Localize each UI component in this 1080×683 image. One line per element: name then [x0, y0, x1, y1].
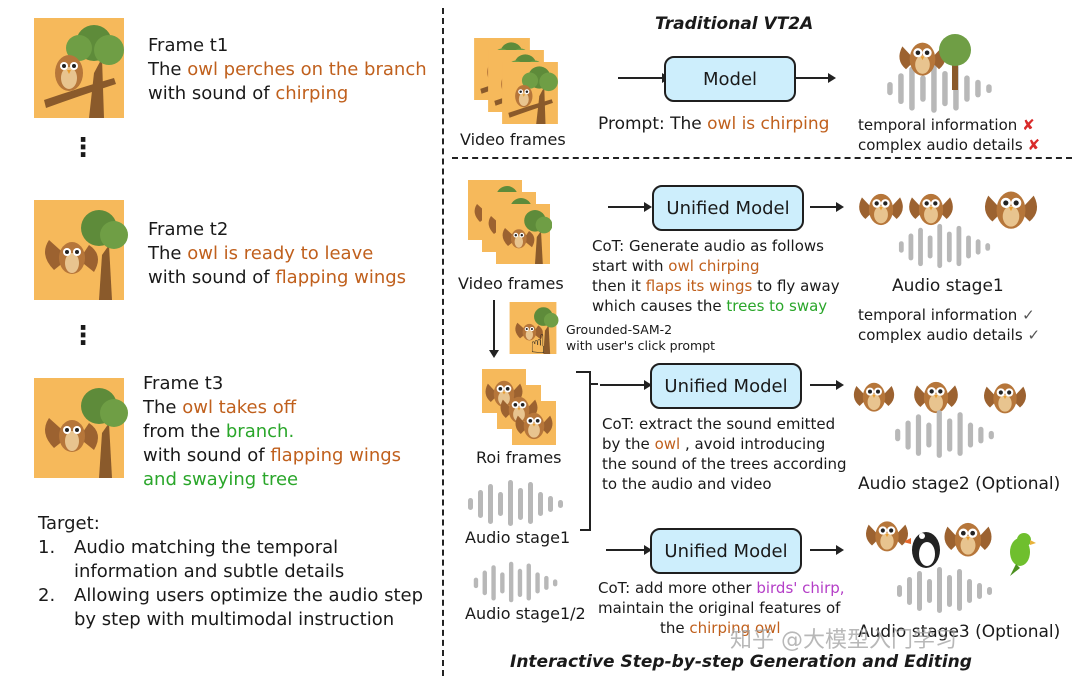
step2-cot: CoT: extract the sound emitted by the ow…	[602, 415, 847, 493]
cross-icon: ✘	[1027, 136, 1041, 154]
step2-output-label: Audio stage2 (Optional)	[858, 474, 1061, 494]
down-arrow	[489, 300, 499, 358]
audio-stage12-waves	[466, 560, 566, 604]
check-icon: ✓	[1022, 306, 1035, 324]
top-model-box: Model	[664, 56, 796, 102]
step3-output-waves	[880, 565, 1010, 615]
step1-output-label: Audio stage1	[892, 276, 1004, 296]
frame-t2-image	[30, 200, 128, 300]
check-icon: ✓	[1027, 326, 1041, 344]
ellipsis-1: ⋮	[70, 133, 96, 163]
cross-icon: ✘	[1022, 116, 1035, 134]
audio-stage1-input-label: Audio stage1	[465, 528, 571, 547]
target-block: Target: 1.Audio matching the temporal in…	[38, 513, 424, 630]
step2-output-waves	[880, 408, 1010, 460]
vertical-divider	[442, 8, 444, 676]
bottom-video-label: Video frames	[458, 274, 564, 293]
frame-t3-image	[30, 378, 128, 478]
interactive-title: Interactive Step-by-step Generation and …	[510, 652, 972, 672]
parrot-icon	[1010, 533, 1036, 576]
roi-label: Roi frames	[476, 448, 562, 467]
unified-model-box-3: Unified Model	[650, 528, 802, 574]
unified-model-box-2: Unified Model	[650, 363, 802, 409]
step1-output-waves	[880, 222, 1010, 270]
horizontal-divider	[452, 157, 1072, 159]
step1-cot: CoT: Generate audio as follows start wit…	[592, 237, 840, 315]
frame-t3-text: Frame t3 The owl takes off from the bran…	[143, 373, 402, 490]
top-checks: temporal information ✘ complex audio det…	[858, 116, 1041, 154]
frame-t2-text: Frame t2 The owl is ready to leave with …	[148, 219, 407, 288]
audio-stage12-label: Audio stage1/2	[465, 604, 586, 623]
ellipsis-2: ⋮	[70, 321, 96, 351]
step1-checks: temporal information ✓ complex audio det…	[858, 306, 1041, 344]
top-prompt: Prompt: The owl is chirping	[598, 114, 830, 134]
unified-model-box-1: Unified Model	[652, 185, 804, 231]
hand-click-icon: ☝	[530, 330, 546, 360]
frame-t1-text: Frame t1 The owl perches on the branch w…	[148, 35, 427, 104]
sam-caption: Grounded-SAM-2 with user's click prompt	[566, 322, 716, 353]
step3-output-label: Audio stage3 (Optional)	[858, 622, 1061, 642]
step-arrows	[600, 202, 844, 555]
watermark: 知乎 @大模型入门学习	[730, 628, 957, 653]
frame-t1-image	[30, 18, 128, 118]
top-output-tree-icon	[939, 34, 971, 90]
puffin-icon	[905, 532, 940, 568]
bracket-connector	[576, 371, 598, 531]
target-heading: Target:	[38, 513, 100, 534]
audio-stage1-waves	[466, 478, 566, 528]
traditional-title: Traditional VT2A	[655, 14, 814, 34]
step3-cot: CoT: add more other birds' chirp, mainta…	[598, 579, 845, 637]
top-video-label: Video frames	[460, 130, 566, 149]
